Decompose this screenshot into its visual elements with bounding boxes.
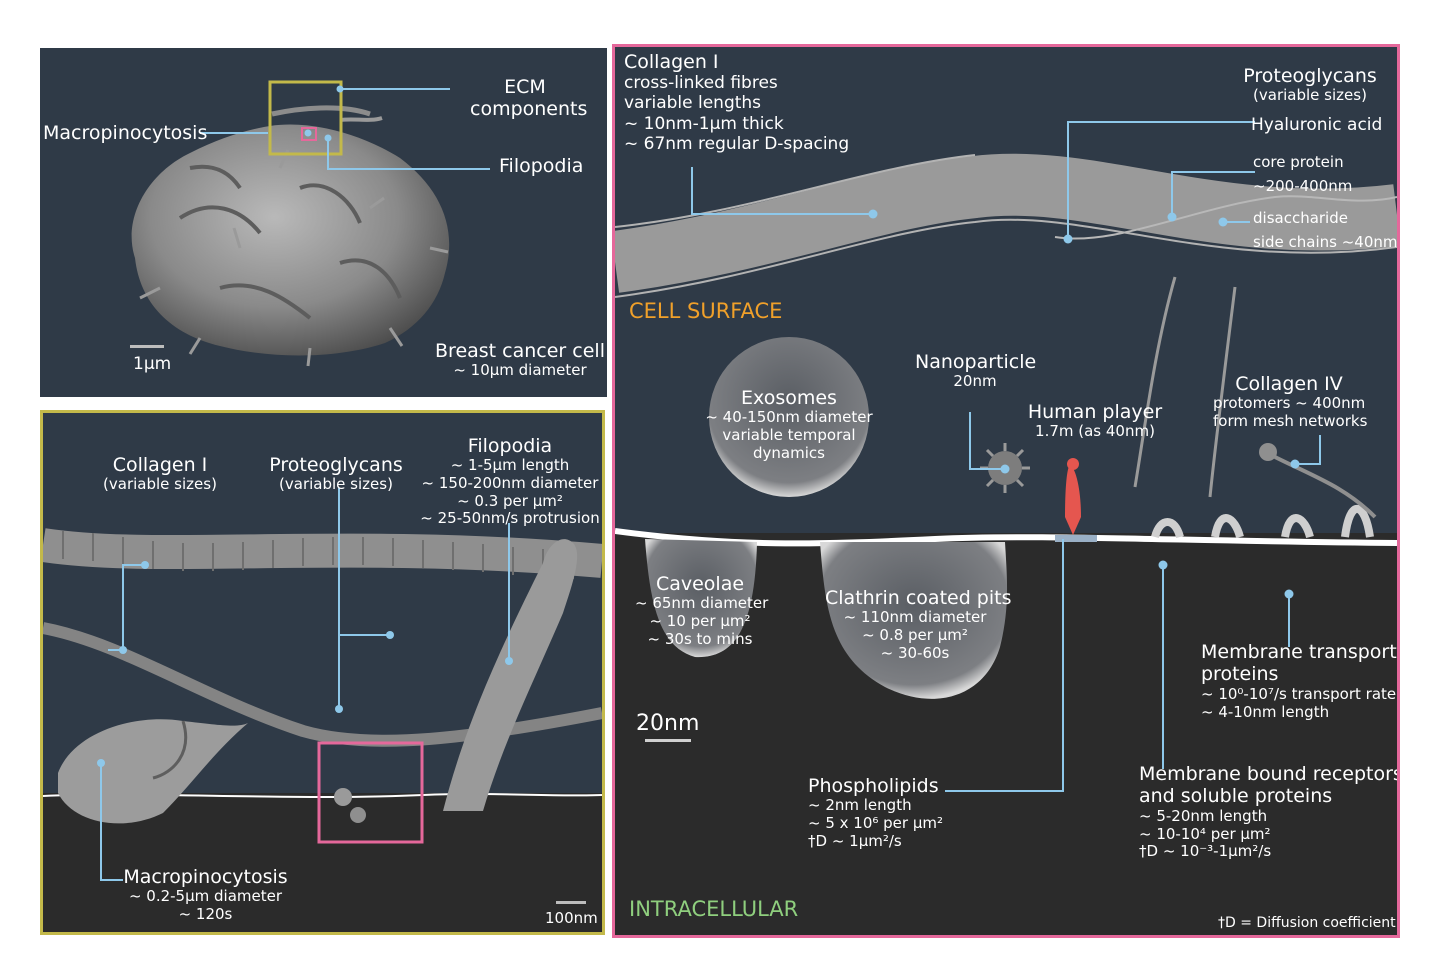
hyaluronic-acid-label: Hyaluronic acid <box>1251 115 1382 135</box>
scale-bar-20nm <box>645 739 691 742</box>
clathrin-label: Clathrin coated pits ~ 110nm diameter ~ … <box>825 587 1005 662</box>
proteoglycans-label: Proteoglycans(variable sizes) <box>256 454 416 494</box>
filopodia-label: Filopodia <box>499 155 583 177</box>
cell-surface-heading: CELL SURFACE <box>629 299 782 324</box>
core-protein-label: core protein ~200-400nm <box>1253 154 1352 195</box>
scale-label-20nm: 20nm <box>636 711 699 737</box>
panel-nanoscale-detail: Collagen I cross-linked fibres variable … <box>612 44 1400 938</box>
collagen-label: Collagen I(variable sizes) <box>80 454 240 494</box>
membrane-transport-label: Membrane transport proteins ~ 10⁰-10⁷/s … <box>1201 641 1397 721</box>
disaccharide-label: disaccharide side chains ~40nm <box>1253 210 1397 251</box>
scale-bar-100nm <box>556 901 586 904</box>
scale-label-100nm: 100nm <box>545 910 598 928</box>
nanoparticle-label: Nanoparticle 20nm <box>915 351 1035 391</box>
proteoglycans-title: Proteoglycans (variable sizes) <box>1240 65 1380 105</box>
footnote: †D = Diffusion coefficient <box>1218 915 1396 932</box>
macropinocytosis-label: Macropinocytosis <box>43 122 207 144</box>
caveolae-label: Caveolae ~ 65nm diameter ~ 10 per μm² ~ … <box>635 573 765 648</box>
collagen-i-label: Collagen I cross-linked fibres variable … <box>624 51 849 154</box>
exosomes-label: Exosomes ~ 40-150nm diameter variable te… <box>699 387 879 462</box>
collagen-iv-label: Collagen IV protomers ~ 400nm form mesh … <box>1213 373 1365 431</box>
cell-label: Breast cancer cell~ 10μm diameter <box>435 340 605 380</box>
filopodia-label: Filopodia ~ 1-5μm length ~ 150-200nm dia… <box>419 435 601 528</box>
macropinocytosis-label: Macropinocytosis ~ 0.2-5μm diameter ~ 12… <box>118 866 293 924</box>
scale-bar-1um <box>130 345 164 348</box>
phospholipids-label: Phospholipids ~ 2nm length ~ 5 x 10⁶ per… <box>808 775 943 850</box>
scale-label-1um: 1μm <box>133 354 171 374</box>
intracellular-heading: INTRACELLULAR <box>629 897 798 922</box>
panel-cell-surface-zoom: Collagen I(variable sizes) Proteoglycans… <box>40 410 605 935</box>
human-player-label: Human player 1.7m (as 40nm) <box>1020 401 1170 441</box>
membrane-receptors-label: Membrane bound receptors and soluble pro… <box>1139 763 1400 861</box>
